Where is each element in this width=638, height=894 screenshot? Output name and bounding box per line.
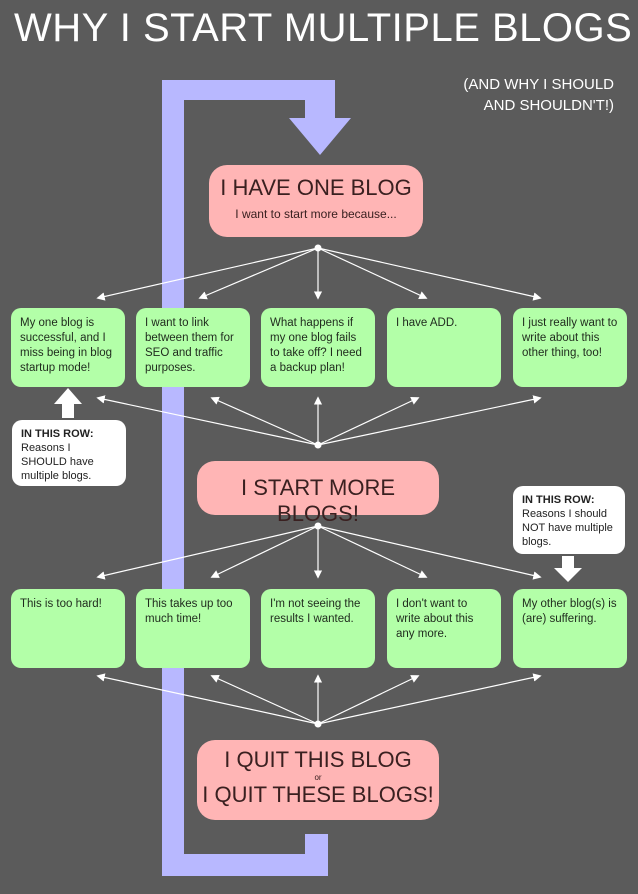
connectors-mid-down [96, 525, 542, 580]
hub-mid-lower [314, 522, 322, 530]
reason-should-5: I just really want to write about this o… [513, 308, 627, 387]
connectors-top [96, 247, 542, 301]
reason-should-not-1: This is too hard! [11, 589, 125, 668]
node-one-blog: I HAVE ONE BLOG I want to start more bec… [209, 165, 423, 237]
note-should: IN THIS ROW: Reasons I SHOULD have multi… [12, 420, 126, 486]
note-should-not-text: Reasons I should NOT have multiple blogs… [522, 508, 613, 548]
reason-should-2: I want to link between them for SEO and … [136, 308, 250, 387]
node-start-more: I START MORE BLOGS! [197, 461, 439, 526]
subtitle-line-2: AND SHOULDN'T!) [483, 97, 614, 114]
loop-arrow [162, 80, 351, 876]
reason-should-not-3: I'm not seeing the results I wanted. [261, 589, 375, 668]
reason-should-not-2: This takes up too much time! [136, 589, 250, 668]
node-one-blog-sub: I want to start more because... [235, 207, 397, 221]
reason-should-3: What happens if my one blog fails to tak… [261, 308, 375, 387]
reason-should-1: My one blog is successful, and I miss be… [11, 308, 125, 387]
reason-should-not-5: My other blog(s) is (are) suffering. [513, 589, 627, 668]
node-quit-connector: or [314, 773, 322, 782]
note-arrow-up [54, 388, 82, 418]
note-should-text: Reasons I SHOULD have multiple blogs. [21, 442, 94, 482]
connectors-mid-up [96, 395, 542, 446]
hub-mid-upper [314, 441, 322, 449]
page-subtitle: (AND WHY I SHOULD AND SHOULDN'T!) [414, 74, 614, 116]
subtitle-line-1: (AND WHY I SHOULD [463, 76, 614, 93]
page-title: WHY I START MULTIPLE BLOGS [14, 6, 633, 50]
node-one-blog-heading: I HAVE ONE BLOG [220, 175, 412, 200]
node-start-more-heading: I START MORE BLOGS! [240, 475, 396, 526]
hub-bottom [314, 720, 322, 728]
reason-should-not-4: I don't want to write about this any mor… [387, 589, 501, 668]
note-should-not-heading: IN THIS ROW: [522, 494, 595, 506]
node-quit-line2: I QUIT THESE BLOGS! [202, 782, 434, 807]
node-quit: I QUIT THIS BLOG or I QUIT THESE BLOGS! [197, 740, 439, 820]
reason-should-4: I have ADD. [387, 308, 501, 387]
note-should-heading: IN THIS ROW: [21, 428, 94, 440]
node-quit-line1: I QUIT THIS BLOG [224, 747, 412, 772]
note-should-not: IN THIS ROW: Reasons I should NOT have m… [513, 486, 625, 554]
hub-top [314, 244, 322, 252]
connectors-bottom-up [96, 673, 542, 725]
note-arrow-down [554, 556, 582, 582]
